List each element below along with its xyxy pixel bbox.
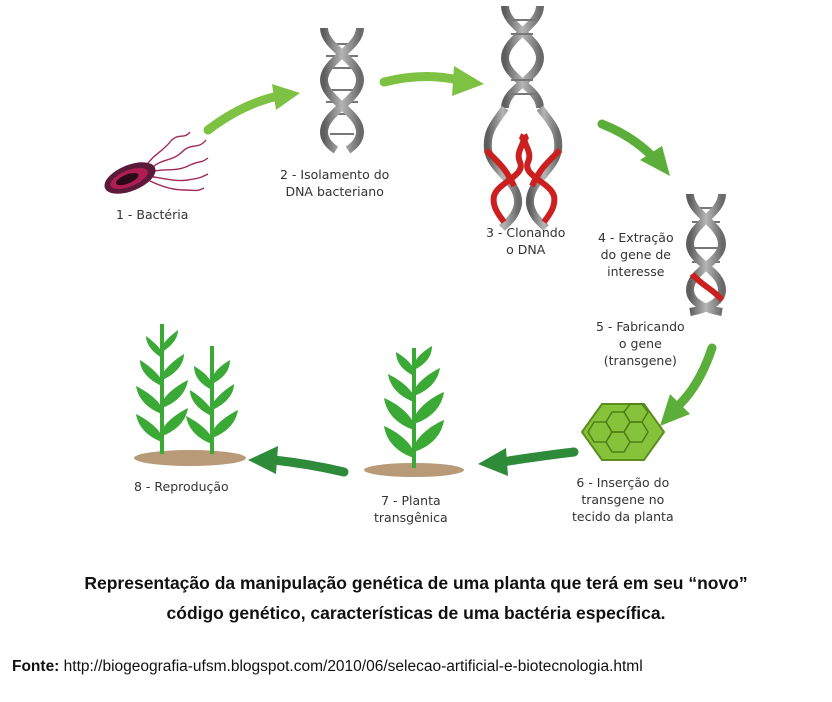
arrow-6-to-7 [478,447,579,476]
step-label-transgene-insertion: 6 - Inserção do transgene no tecido da p… [572,475,674,524]
source-label: Fonte: [12,658,60,675]
dna-helix-icon [319,27,365,154]
genetic-modification-diagram [104,5,727,477]
arrow-2-to-3 [379,66,484,96]
arrow-5-to-6 [660,343,717,426]
dna-cloning-icon [483,5,563,231]
source-url: http://biogeografia-ufsm.blogspot.com/20… [63,658,643,675]
caption-line-1: Representação da manipulação genética de… [84,573,748,593]
bacterium-icon [104,131,209,194]
arrow-3-to-4 [597,119,670,176]
caption-line-2: código genético, características de uma … [166,603,666,623]
step-label-transgenic-plant: 7 - Planta transgênica [374,493,448,525]
step-label-bacteria: 1 - Bactéria [116,207,189,222]
step-label-dna-isolation: 2 - Isolamento do DNA bacteriano [280,167,390,199]
plant-tissue-icon [580,403,666,461]
step-label-transgene-making: 5 - Fabricando o gene (transgene) [596,319,685,368]
extracted-gene-dna-icon [685,193,727,316]
step-label-dna-cloning: 3 - Clonando o DNA [486,225,566,257]
step-label-gene-extraction: 4 - Extração do gene de interesse [598,230,674,279]
arrow-1-to-2 [203,84,300,135]
reproduction-plants-icon [134,324,246,466]
transgenic-plant-icon [364,346,464,477]
step-label-reproduction: 8 - Reprodução [134,479,229,494]
source-citation: Fonte: http://biogeografia-ufsm.blogspot… [12,658,643,676]
arrow-7-to-8 [248,446,349,477]
